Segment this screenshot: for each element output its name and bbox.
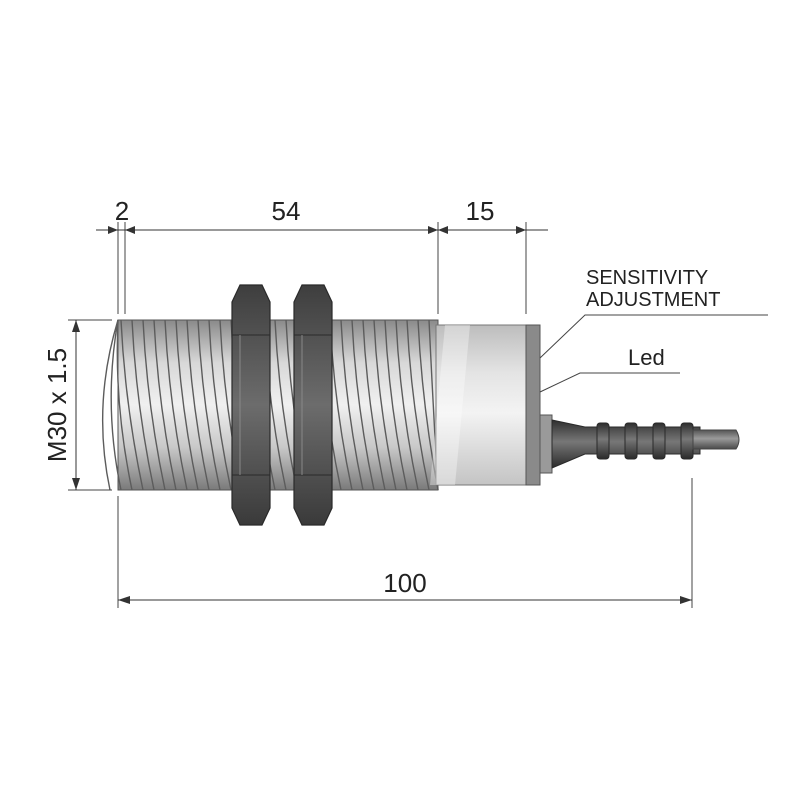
dim-flange-label: 2	[115, 196, 129, 226]
thread-groove	[164, 319, 188, 491]
dim-head-length-label: 15	[466, 196, 495, 226]
sensitivity-label-line2: ADJUSTMENT	[586, 289, 720, 311]
end-cap	[525, 324, 541, 486]
overall-dimension-line	[118, 596, 692, 604]
thread-groove	[153, 319, 177, 491]
nut-left	[231, 284, 271, 526]
sensitivity-callout: SENSITIVITY ADJUSTMENT	[539, 267, 768, 359]
thread-groove	[197, 319, 221, 491]
sensor-head	[430, 324, 541, 486]
boot-rib-1	[596, 422, 610, 460]
thread-groove	[384, 319, 408, 491]
boot-rib-2	[624, 422, 638, 460]
dim-thread-length-label: 54	[272, 196, 301, 226]
sensitivity-label-line1: SENSITIVITY	[586, 267, 708, 289]
thread-groove	[417, 319, 439, 491]
gland-ring	[539, 414, 553, 474]
led-label: Led	[628, 345, 665, 370]
extension-lines	[68, 222, 693, 608]
thread-groove	[208, 319, 232, 491]
thread-groove	[120, 319, 144, 491]
thread-groove	[406, 319, 430, 491]
thread-groove	[340, 319, 364, 491]
thread-groove	[351, 319, 375, 491]
thread-groove	[116, 319, 133, 491]
head-highlight	[430, 325, 470, 485]
thread-groove	[186, 319, 210, 491]
cable	[692, 429, 740, 450]
dim-thread-size-label: M30 x 1.5	[42, 348, 72, 462]
boot-rib-4	[680, 422, 694, 460]
thread-groove	[362, 319, 386, 491]
thread-groove	[373, 319, 397, 491]
thread-groove	[274, 319, 298, 491]
top-dimension-line	[96, 226, 548, 234]
dim-overall-length-label: 100	[383, 568, 426, 598]
thread-barrel	[117, 319, 439, 491]
thread-groove	[101, 319, 119, 491]
thread-groove	[142, 319, 166, 491]
cable-assembly	[539, 414, 740, 474]
led-callout: Led	[539, 345, 680, 393]
thread-groove	[395, 319, 419, 491]
thread-groove	[110, 319, 122, 491]
thread-groove	[175, 319, 199, 491]
thread-dimension-line	[72, 320, 80, 490]
boot-rib-3	[652, 422, 666, 460]
thread-groove	[131, 319, 155, 491]
head-housing	[435, 324, 531, 486]
nut-right	[293, 284, 333, 526]
